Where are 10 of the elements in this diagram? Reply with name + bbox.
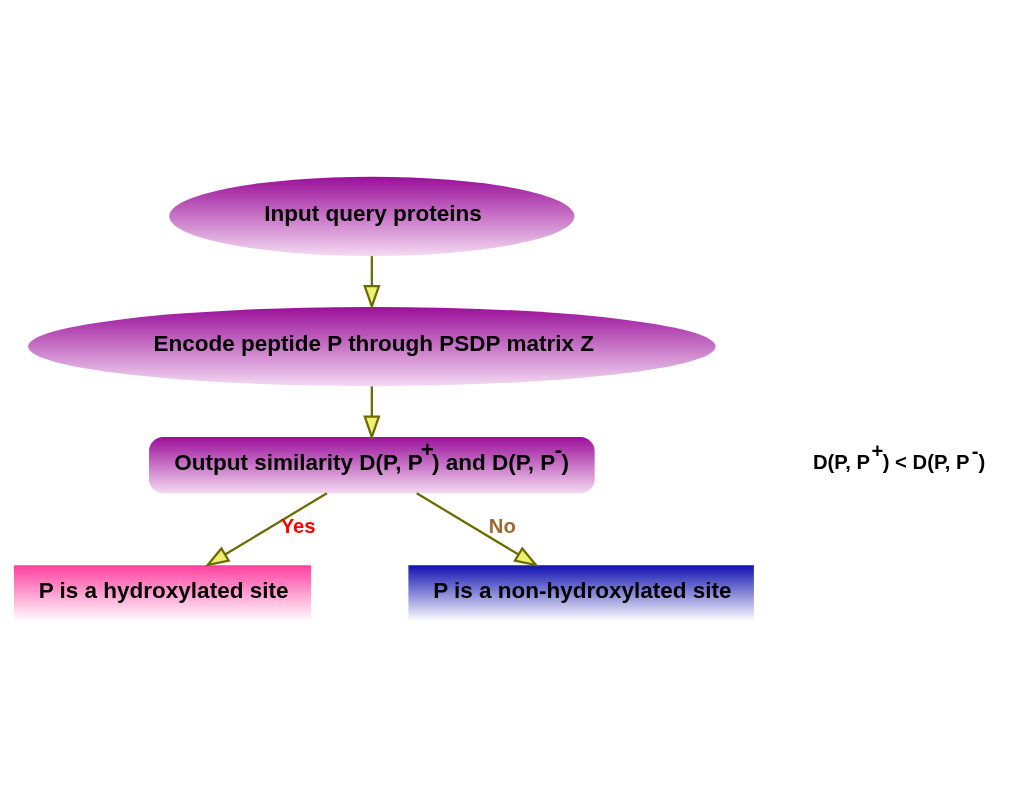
edge-label: No [488, 514, 516, 537]
node-box: P is a non-hydroxylated site [407, 564, 754, 621]
node-box: P is a hydroxylated site [13, 564, 311, 621]
arrow [362, 385, 380, 440]
arrow [204, 491, 327, 567]
arrow [362, 255, 380, 310]
edge-label: Yes [280, 514, 316, 537]
node-ellipse: Input query proteins [168, 176, 574, 256]
node-ellipse: Encode peptide P through PSDP matrix Z [27, 306, 716, 386]
arrow [415, 491, 539, 567]
